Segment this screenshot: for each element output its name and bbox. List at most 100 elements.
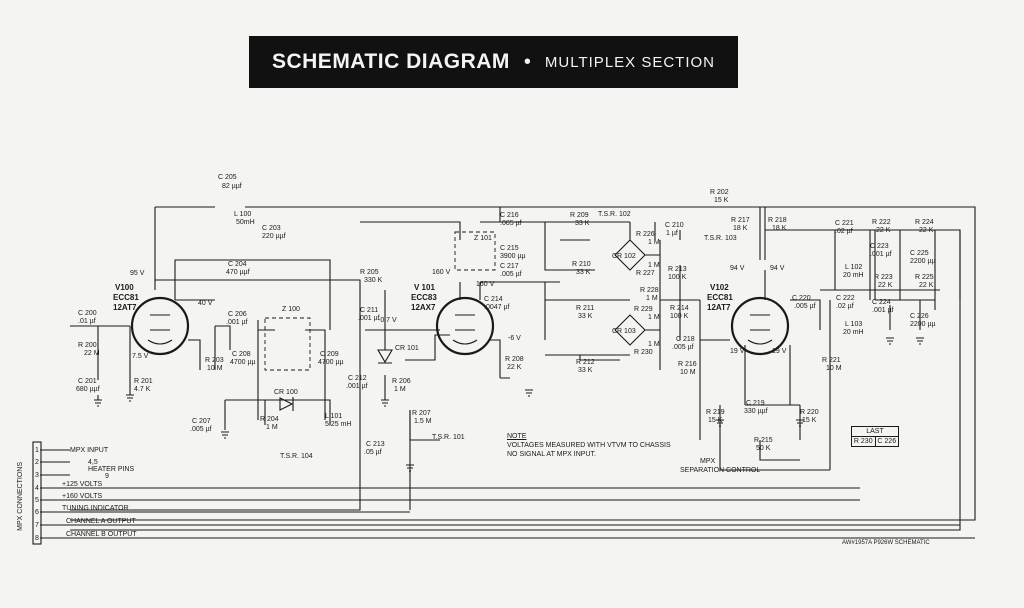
label-r201v: 4.7 K — [134, 386, 151, 393]
tube-v100-ref: V100 — [115, 283, 134, 292]
z100-can — [264, 317, 311, 371]
label-cr100: CR 100 — [274, 389, 298, 396]
label-c217: C 217 — [500, 263, 519, 270]
tube-v100-alt: 12AT7 — [113, 303, 137, 312]
tsr-labels: T.S.R. 102 T.S.R. 103 T.S.R. 104 T.S.R. … — [280, 211, 737, 460]
label-c213v: .05 µf — [364, 449, 382, 456]
note-line1: VOLTAGES MEASURED WITH VTVM TO CHASSIS — [507, 442, 671, 449]
label-r214v: 100 K — [670, 313, 689, 320]
label-c212: C 212 — [348, 375, 367, 382]
pin-6-label: TUNING INDICATOR — [62, 505, 129, 512]
voltage-labels: 95 V 40 V 7.5 V -0.7 V 160 V 160 V -6 V … — [130, 265, 787, 360]
label-c205: C 205 — [218, 174, 237, 181]
label-r215: R 215 — [754, 437, 773, 444]
label-c206v: .001 µf — [226, 319, 248, 326]
label-r200: R 200 — [78, 342, 97, 349]
label-r212v: 33 K — [578, 367, 593, 374]
label-r227v: 1 M — [648, 262, 660, 269]
label-c204v: 470 µµf — [226, 269, 250, 276]
label-c221: C 221 — [835, 220, 854, 227]
label-l101v: 5.25 mH — [325, 421, 351, 428]
last-parts-box: LAST R 230 C 226 — [851, 426, 899, 447]
tube-v102-ref: V102 — [710, 283, 729, 292]
label-l102v: 20 mH — [843, 272, 864, 279]
z101-can — [454, 231, 496, 271]
label-r221: R 221 — [822, 357, 841, 364]
label-r220v: 15 K — [802, 417, 817, 424]
label-r229: R 229 — [634, 306, 653, 313]
label-c223: C 223 — [870, 243, 889, 250]
label-r205: R 205 — [360, 269, 379, 276]
label-r211: R 211 — [576, 305, 594, 312]
tsr-104: T.S.R. 104 — [280, 453, 313, 460]
label-c203: C 203 — [262, 225, 281, 232]
pin-2-label: 4,5 — [88, 459, 98, 466]
last-resistor: R 230 — [852, 437, 876, 446]
label-r206: R 206 — [392, 378, 411, 385]
voltage-19-a: 19 V — [730, 348, 745, 355]
heater-pins-label: HEATER PINS — [88, 466, 134, 473]
label-r223v: 22 K — [878, 282, 893, 289]
note-line2: NO SIGNAL AT MPX INPUT. — [507, 451, 596, 458]
label-c224v: .001 µf — [872, 307, 894, 314]
pin-5-label: +160 VOLTS — [62, 493, 102, 500]
component-labels: C 205 82 µµf L 100 50mH C 203 220 µµf C … — [76, 174, 936, 456]
label-r218v: 18 K — [772, 225, 787, 232]
label-cr103: CR 103 — [612, 328, 636, 335]
label-r222v: 22 K — [876, 227, 891, 234]
label-r230: R 230 — [634, 349, 653, 356]
voltage-95: 95 V — [130, 270, 145, 277]
label-r208: R 208 — [505, 356, 524, 363]
label-c210v: 1 µf — [666, 230, 678, 237]
mpx-control-line1: MPX — [700, 458, 716, 465]
label-z101: Z 101 — [474, 235, 492, 242]
pin-7-label: CHANNEL A OUTPUT — [66, 518, 136, 525]
label-r225: R 225 — [915, 274, 934, 281]
voltage-neg-0-7: -0.7 V — [378, 317, 397, 324]
label-c209: C 209 — [320, 351, 339, 358]
label-r210: R 210 — [572, 261, 591, 268]
label-c224: C 224 — [872, 299, 891, 306]
note-heading: NOTE — [507, 433, 527, 440]
label-l103: L 103 — [845, 321, 862, 328]
label-c223v: .001 µf — [870, 251, 892, 258]
label-r206v: 1 M — [394, 386, 406, 393]
label-c221v: .02 µf — [835, 228, 853, 235]
cr100-diode — [279, 397, 294, 411]
label-r203v: 10 M — [207, 365, 223, 372]
pin-3-num: 3 — [35, 472, 39, 479]
label-c220v: .005 µf — [794, 303, 816, 310]
tube-v101-alt: 12AX7 — [411, 303, 436, 312]
pin-7-num: 7 — [35, 522, 39, 529]
label-c206: C 206 — [228, 311, 247, 318]
label-c200: C 200 — [78, 310, 97, 317]
label-r204: R 204 — [260, 416, 279, 423]
label-l103v: 20 mH — [843, 329, 864, 336]
mpx-separation-control-label: MPX SEPARATION CONTROL — [680, 458, 760, 474]
tube-v100 — [130, 296, 190, 356]
label-c213: C 213 — [366, 441, 385, 448]
pin-3-label: 9 — [105, 473, 109, 480]
label-c220: C 220 — [792, 295, 811, 302]
label-r216v: 10 M — [680, 369, 696, 376]
label-r228: R 228 — [640, 287, 659, 294]
label-c225v: 2200 µµ — [910, 258, 936, 265]
label-r219: R 219 — [706, 409, 725, 416]
label-r230v: 1 M — [648, 341, 660, 348]
label-c209v: 4700 µµ — [318, 359, 344, 366]
label-r220: R 220 — [800, 409, 819, 416]
voltage-7-5: 7.5 V — [132, 353, 149, 360]
label-c207v: .005 µf — [190, 426, 212, 433]
label-r221v: 10 M — [826, 365, 842, 372]
voltage-19-b: 19 V — [772, 348, 787, 355]
label-c214: C 214 — [484, 296, 503, 303]
voltage-neg-6: -6 V — [508, 335, 521, 342]
mpx-control-line2: SEPARATION CONTROL — [680, 467, 760, 474]
label-c200v: .01 µf — [78, 318, 96, 325]
label-r217: R 217 — [731, 217, 750, 224]
label-r219v: 15 K — [708, 417, 723, 424]
label-r216: R 216 — [678, 361, 697, 368]
cr101-diode — [377, 349, 393, 364]
tsr-101: T.S.R. 101 — [432, 434, 465, 441]
